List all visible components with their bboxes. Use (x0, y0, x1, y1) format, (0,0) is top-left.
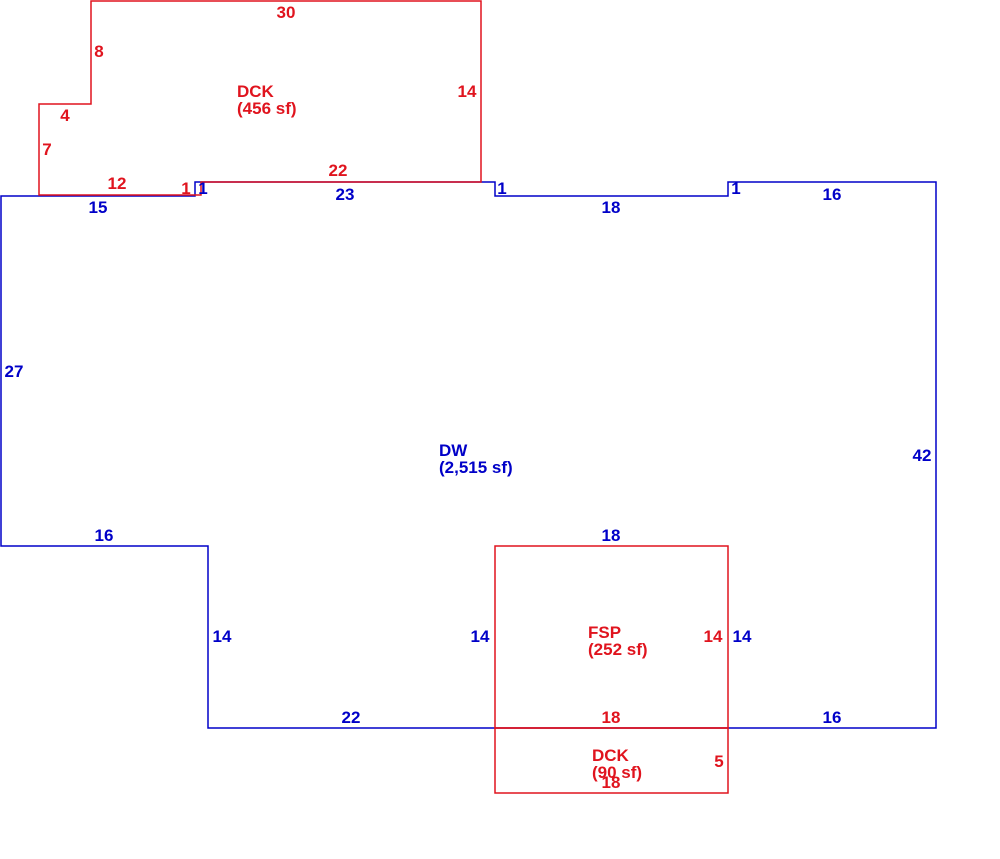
dim-dw-top-mid: 23 (336, 185, 355, 204)
fsp-area-size: (252 sf) (588, 640, 648, 659)
dim-dw-right: 42 (913, 446, 932, 465)
dim-dw-left: 27 (5, 362, 24, 381)
dim-dck2-5: 5 (714, 752, 723, 771)
dwelling-area-name: DW (439, 441, 468, 460)
dim-dck-22: 22 (329, 161, 348, 180)
dim-dck-12: 12 (108, 174, 127, 193)
dim-dw-bottom-right: 16 (823, 708, 842, 727)
dim-dw-fsp-top: 18 (602, 526, 621, 545)
dim-dck-7: 7 (42, 140, 51, 159)
dim-fsp-right: 14 (704, 627, 723, 646)
dim-dw-top-18: 18 (602, 198, 621, 217)
dim-dw-bottom-left: 22 (342, 708, 361, 727)
dim-dw-ledge: 16 (95, 526, 114, 545)
dim-dck-top: 30 (277, 3, 296, 22)
dwelling-outline (0, 181, 937, 729)
dwelling-area-size: (2,515 sf) (439, 458, 513, 477)
dim-dw-step-2: 1 (497, 179, 506, 198)
deck-top-area-name: DCK (237, 82, 275, 101)
deck-bottom-area-size: (90 sf) (592, 763, 642, 782)
dim-dck-4: 4 (60, 106, 70, 125)
dim-dw-top-left: 15 (89, 198, 108, 217)
dim-dck-14: 14 (458, 82, 477, 101)
deck-top-area-size: (456 sf) (237, 99, 297, 118)
fsp-area-name: FSP (588, 623, 621, 642)
dim-dw-fsp-right: 14 (733, 627, 752, 646)
deck-bottom-area-name: DCK (592, 746, 630, 765)
deck-bottom-outline (494, 727, 729, 794)
dim-dw-fsp-left: 14 (471, 627, 490, 646)
dim-dw-step-3: 1 (731, 179, 740, 198)
dim-fsp-bottom: 18 (602, 708, 621, 727)
dim-dw-step-1: 1 (198, 179, 207, 198)
dim-dck-8: 8 (94, 42, 103, 61)
dim-dw-top-right: 16 (823, 185, 842, 204)
dim-dck-1: 1 (181, 179, 190, 198)
dim-dw-inner-left: 14 (213, 627, 232, 646)
dim-dck2-bottom: 18 (602, 773, 621, 792)
deck-top-outline (38, 0, 482, 196)
